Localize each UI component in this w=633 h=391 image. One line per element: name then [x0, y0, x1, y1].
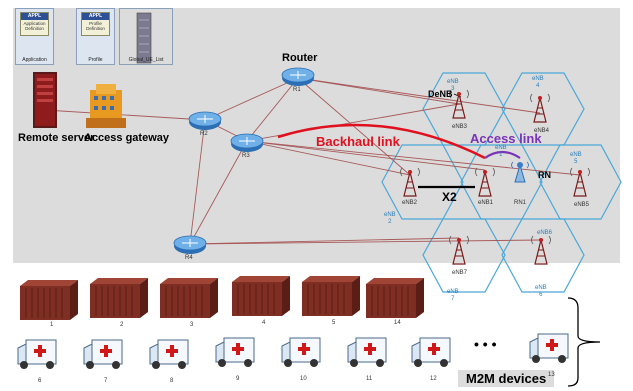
container-label: 3 — [190, 322, 194, 328]
truck-label: 6 — [38, 378, 42, 384]
truck-label: 8 — [170, 378, 174, 384]
tower-enb3-label: eNB3 — [452, 124, 468, 130]
container-icon — [301, 275, 361, 317]
x2-label: X2 — [442, 190, 457, 204]
access-gateway-label: Access gateway — [84, 132, 169, 144]
router-r4-icon — [173, 235, 207, 254]
truck-icon — [215, 337, 255, 368]
router-r1-label: R1 — [293, 87, 301, 93]
denb-label: DeNB — [428, 89, 453, 99]
truck-icon — [149, 339, 189, 370]
container-label: 1 — [50, 322, 54, 328]
truck-label: 13 — [548, 372, 555, 378]
truck-icon — [281, 337, 321, 368]
devices-bracket — [567, 297, 601, 387]
relay-node-icon — [511, 161, 529, 183]
container-label: 2 — [120, 322, 124, 328]
router-r3-label: R3 — [242, 153, 250, 159]
profile-definition-icon: APPL Profile Definition — [81, 12, 110, 36]
tower-enb5-label: eNB5 — [574, 202, 590, 208]
m2m-devices-label: M2M devices — [458, 370, 555, 387]
wired-links — [44, 77, 581, 245]
application-tool[interactable]: APPL Application Definition Application — [15, 8, 54, 65]
router-r2-label: R2 — [200, 131, 208, 137]
container-icon — [89, 277, 149, 319]
truck-label: 12 — [430, 376, 437, 382]
rn-label: RN — [538, 170, 551, 180]
router-r4-label: R4 — [185, 255, 193, 261]
tower-rn1-label: RN1 — [514, 200, 527, 206]
hex-cell-7 — [422, 218, 506, 293]
container-label: 4 — [262, 320, 266, 326]
container-icon — [19, 279, 79, 321]
tower-enb2-label: eNB2 — [402, 200, 418, 206]
backhaul-link-label: Backhaul link — [316, 134, 400, 149]
hex-cell-2 — [381, 144, 464, 220]
truck-label: 9 — [236, 376, 240, 382]
truck-icon — [411, 337, 451, 368]
access-gateway-icon — [86, 84, 126, 128]
router-r1-icon — [281, 67, 315, 86]
truck-icon — [83, 339, 123, 370]
router-label: Router — [282, 52, 318, 64]
ue-list-icon — [136, 12, 152, 64]
container-label: 14 — [394, 320, 401, 326]
tower-enb1-label: eNB1 — [478, 200, 494, 206]
truck-label: 11 — [366, 376, 373, 382]
cell-6-top-label: eNB6 — [537, 230, 553, 236]
ue-list-caption: Global_UE_List — [128, 57, 164, 63]
truck-label: 10 — [300, 376, 307, 382]
more-devices-ellipsis: • • • — [474, 336, 497, 352]
container-icon — [231, 275, 291, 317]
router-r3-icon — [230, 133, 264, 152]
hex-cell-6 — [501, 218, 585, 293]
access-link-label: Access link — [470, 131, 542, 146]
remote-server-icon — [33, 72, 57, 128]
tower-enb4-label: eNB4 — [534, 128, 550, 134]
truck-icon — [529, 333, 569, 364]
truck-icon — [17, 339, 57, 370]
profile-caption: Profile — [88, 57, 103, 63]
tower-enb7-label: eNB7 — [452, 270, 468, 276]
truck-label: 7 — [104, 378, 108, 384]
profile-tool[interactable]: APPL Profile Definition Profile — [76, 8, 115, 65]
container-label: 5 — [332, 320, 336, 326]
hex-grid — [381, 72, 622, 293]
container-icon — [159, 277, 219, 319]
application-caption: Application — [22, 57, 47, 63]
remote-server-label: Remote server — [18, 132, 95, 144]
ue-list-tool[interactable]: Global_UE_List — [119, 8, 173, 65]
container-icon — [365, 277, 425, 319]
backhaul-link — [277, 123, 486, 160]
router-r2-icon — [188, 111, 222, 130]
truck-icon — [347, 337, 387, 368]
access-link — [484, 150, 521, 159]
application-definition-icon: APPL Application Definition — [20, 12, 49, 36]
